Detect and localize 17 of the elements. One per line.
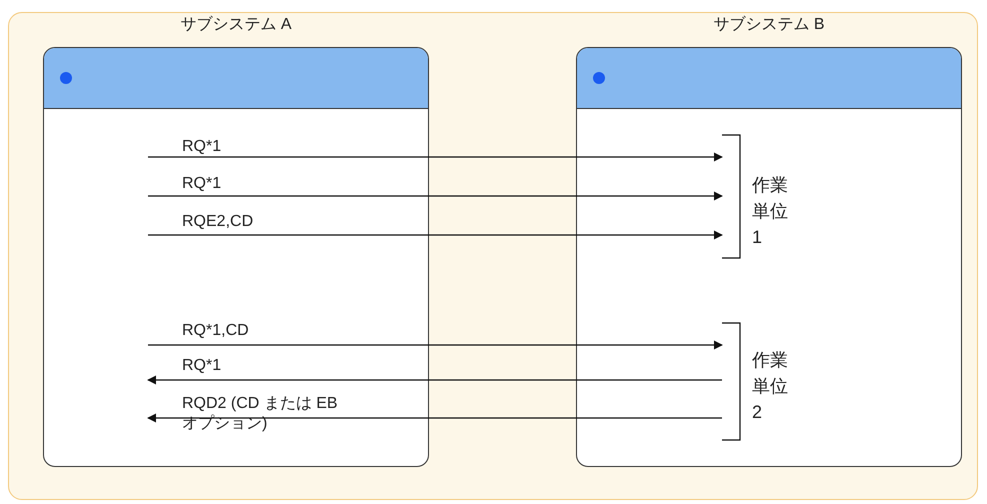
arrow xyxy=(148,152,723,162)
unit-label: 作業単位 1 xyxy=(752,174,789,249)
subsystem-title: サブシステム A xyxy=(179,14,293,35)
subsystem-title: サブシステム B xyxy=(712,14,826,35)
background-panel xyxy=(8,12,978,500)
edge-label: RQ*1 xyxy=(182,356,222,376)
arrow xyxy=(147,414,722,422)
edge-label: RQ*1,CD xyxy=(182,321,250,341)
arrow xyxy=(148,192,723,200)
arrow xyxy=(147,376,722,384)
edge-label: RQD2 (CD または EB オプション) xyxy=(182,394,339,434)
arrow xyxy=(148,340,723,350)
edge-label: RQ*1 xyxy=(182,174,222,194)
unit-label: 作業単位 2 xyxy=(752,349,789,424)
arrow xyxy=(148,230,723,240)
edge-label: RQE2,CD xyxy=(182,212,254,232)
edge-label: RQ*1 xyxy=(182,137,222,157)
